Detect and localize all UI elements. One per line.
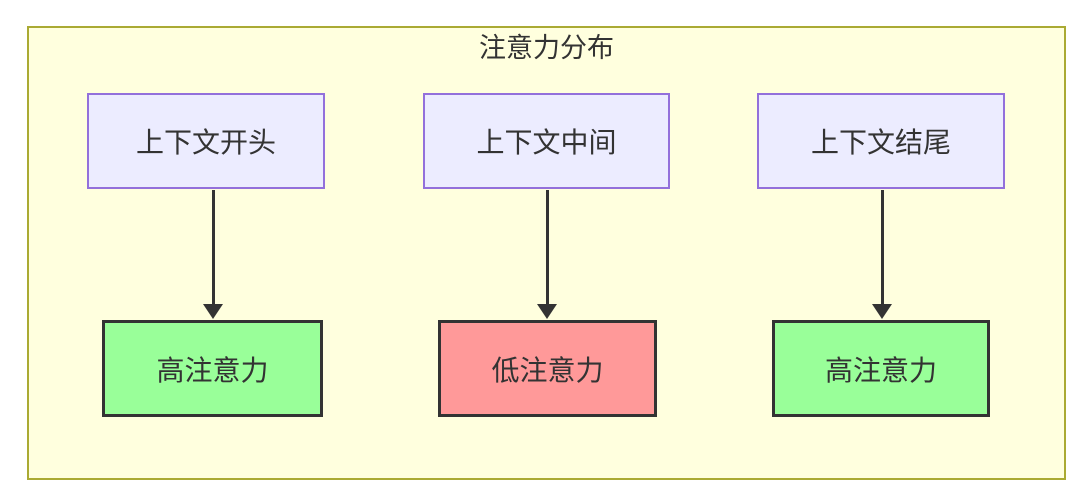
cluster-title: 注意力分布 <box>479 33 614 63</box>
node-context-start-label: 上下文开头 <box>135 127 276 158</box>
node-low-attention: 低注意力 <box>438 320 657 417</box>
edge-start-to-high <box>202 190 224 319</box>
edge-line <box>211 190 215 304</box>
edge-end-to-high <box>871 190 893 319</box>
node-context-start: 上下文开头 <box>87 93 325 189</box>
node-context-middle: 上下文中间 <box>423 93 670 189</box>
node-high-attention-2-label: 高注意力 <box>824 354 937 386</box>
arrowhead-down-icon <box>872 304 892 319</box>
node-high-attention-2: 高注意力 <box>772 320 990 417</box>
node-context-end: 上下文结尾 <box>757 93 1005 189</box>
arrowhead-down-icon <box>203 304 223 319</box>
node-high-attention-1: 高注意力 <box>102 320 323 417</box>
node-low-attention-label: 低注意力 <box>491 354 604 386</box>
node-context-end-label: 上下文结尾 <box>810 127 951 158</box>
edge-line <box>545 190 549 304</box>
edge-line <box>880 190 884 304</box>
node-context-middle-label: 上下文中间 <box>476 127 617 158</box>
arrowhead-down-icon <box>537 304 557 319</box>
edge-middle-to-low <box>536 190 558 319</box>
node-high-attention-1-label: 高注意力 <box>156 354 269 386</box>
